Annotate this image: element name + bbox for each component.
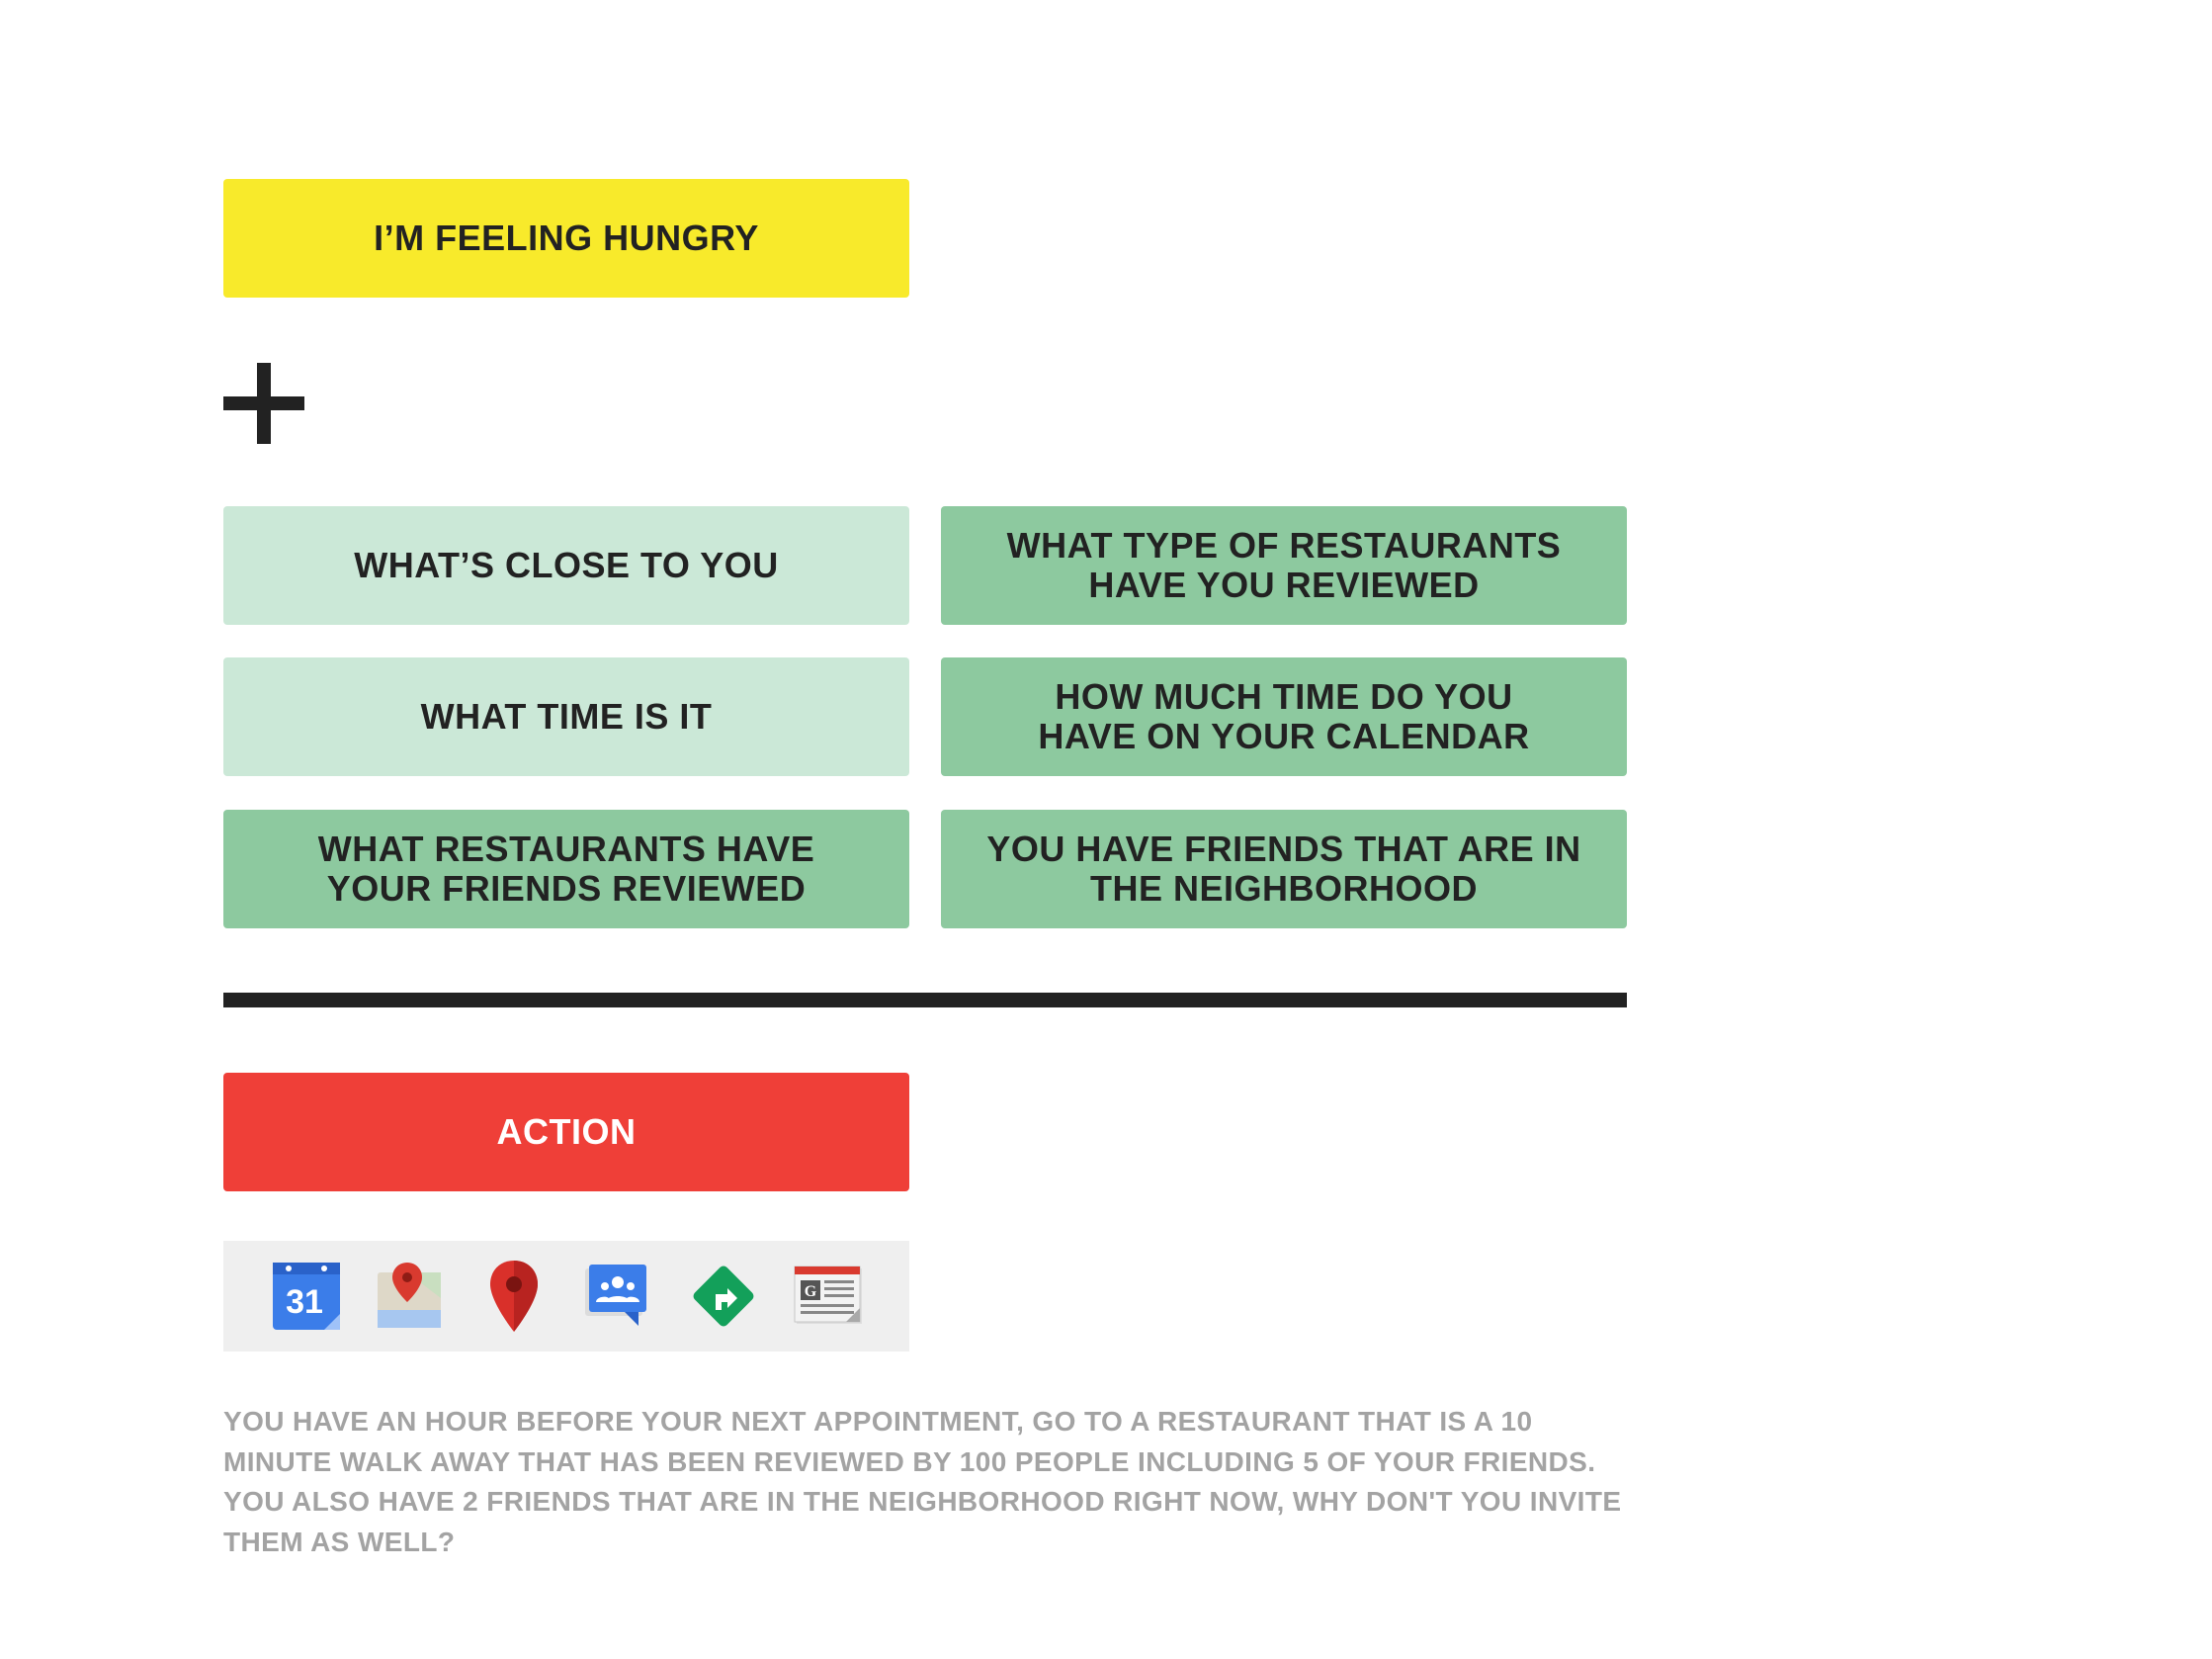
navigation-icon[interactable]	[686, 1259, 761, 1334]
app-icon-bar: 31 G	[223, 1241, 909, 1352]
recommendation-description: YOU HAVE AN HOUR BEFORE YOUR NEXT APPOIN…	[223, 1406, 1622, 1557]
plus-icon	[223, 363, 304, 444]
svg-text:31: 31	[286, 1283, 323, 1321]
calendar-free-time-card[interactable]: HOW MUCH TIME DO YOU HAVE ON YOUR CALEND…	[941, 657, 1627, 776]
google-plus-events-icon[interactable]	[579, 1259, 654, 1334]
news-icon[interactable]: G	[791, 1259, 866, 1334]
action-button[interactable]: ACTION	[223, 1073, 909, 1191]
friends-reviewed-restaurants-card[interactable]: WHAT RESTAURANTS HAVE YOUR FRIENDS REVIE…	[223, 810, 909, 928]
maps-icon[interactable]	[372, 1259, 447, 1334]
restaurant-types-reviewed-card[interactable]: WHAT TYPE OF RESTAURANTS HAVE YOU REVIEW…	[941, 506, 1627, 625]
im-feeling-hungry-button[interactable]: I’M FEELING HUNGRY	[223, 179, 909, 298]
friends-in-neighborhood-card[interactable]: YOU HAVE FRIENDS THAT ARE IN THE NEIGHBO…	[941, 810, 1627, 928]
map-pin-icon[interactable]	[476, 1259, 552, 1334]
what-time-is-it-card[interactable]: WHAT TIME IS IT	[223, 657, 909, 776]
calendar-icon[interactable]: 31	[269, 1259, 344, 1334]
svg-text:G: G	[805, 1283, 817, 1300]
section-divider	[223, 993, 1627, 1007]
whats-close-to-you-card[interactable]: WHAT’S CLOSE TO YOU	[223, 506, 909, 625]
